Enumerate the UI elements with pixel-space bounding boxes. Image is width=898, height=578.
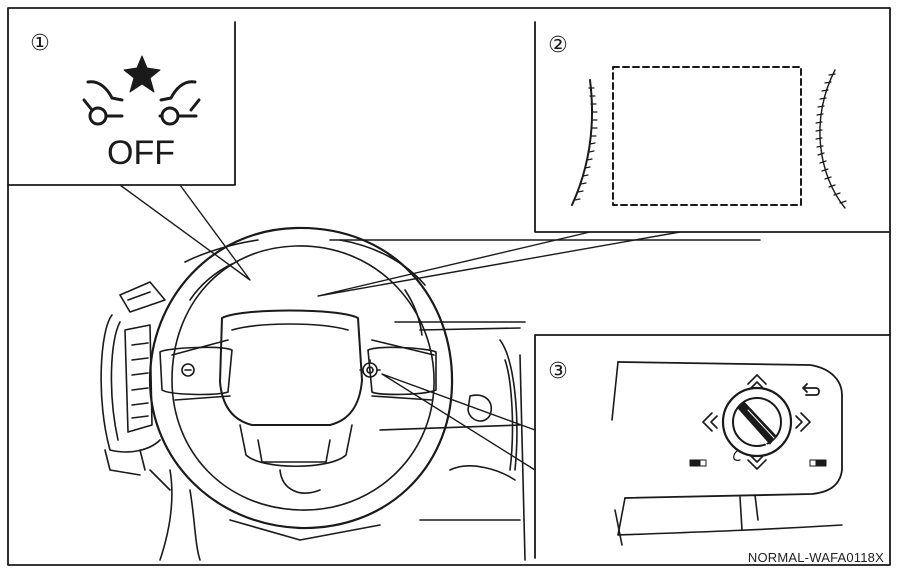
dashboard-illustration — [100, 226, 761, 561]
back-icon — [802, 383, 820, 396]
dial-right-arrow-icon — [795, 412, 811, 432]
callout-number-1: ① — [30, 30, 50, 55]
right-guide-arc — [815, 69, 847, 209]
callout-box-3 — [381, 334, 891, 559]
steering-switch-panel — [611, 361, 843, 546]
callout-number-2: ② — [548, 32, 568, 57]
right-switch-mark-icon — [809, 459, 827, 467]
rotary-dial-knob — [721, 386, 793, 458]
diagram-frame — [7, 7, 891, 566]
callout-box-1 — [7, 21, 251, 281]
left-switch-mark-icon — [689, 459, 707, 467]
dial-down-arrow-icon — [747, 455, 767, 470]
dial-up-arrow-icon — [747, 374, 767, 389]
dial-left-arrow-icon — [702, 412, 718, 432]
callout-box-2 — [317, 21, 891, 297]
callout-number-3: ③ — [548, 358, 568, 383]
figure-code-caption: NORMAL-WAFA0118X — [747, 550, 884, 565]
dial-curl-mark — [733, 449, 741, 461]
display-frame — [612, 66, 802, 206]
indicator-off-text: OFF — [107, 134, 175, 172]
vehicle-collision-warning-icon — [82, 55, 201, 126]
left-guide-arc — [571, 79, 598, 206]
